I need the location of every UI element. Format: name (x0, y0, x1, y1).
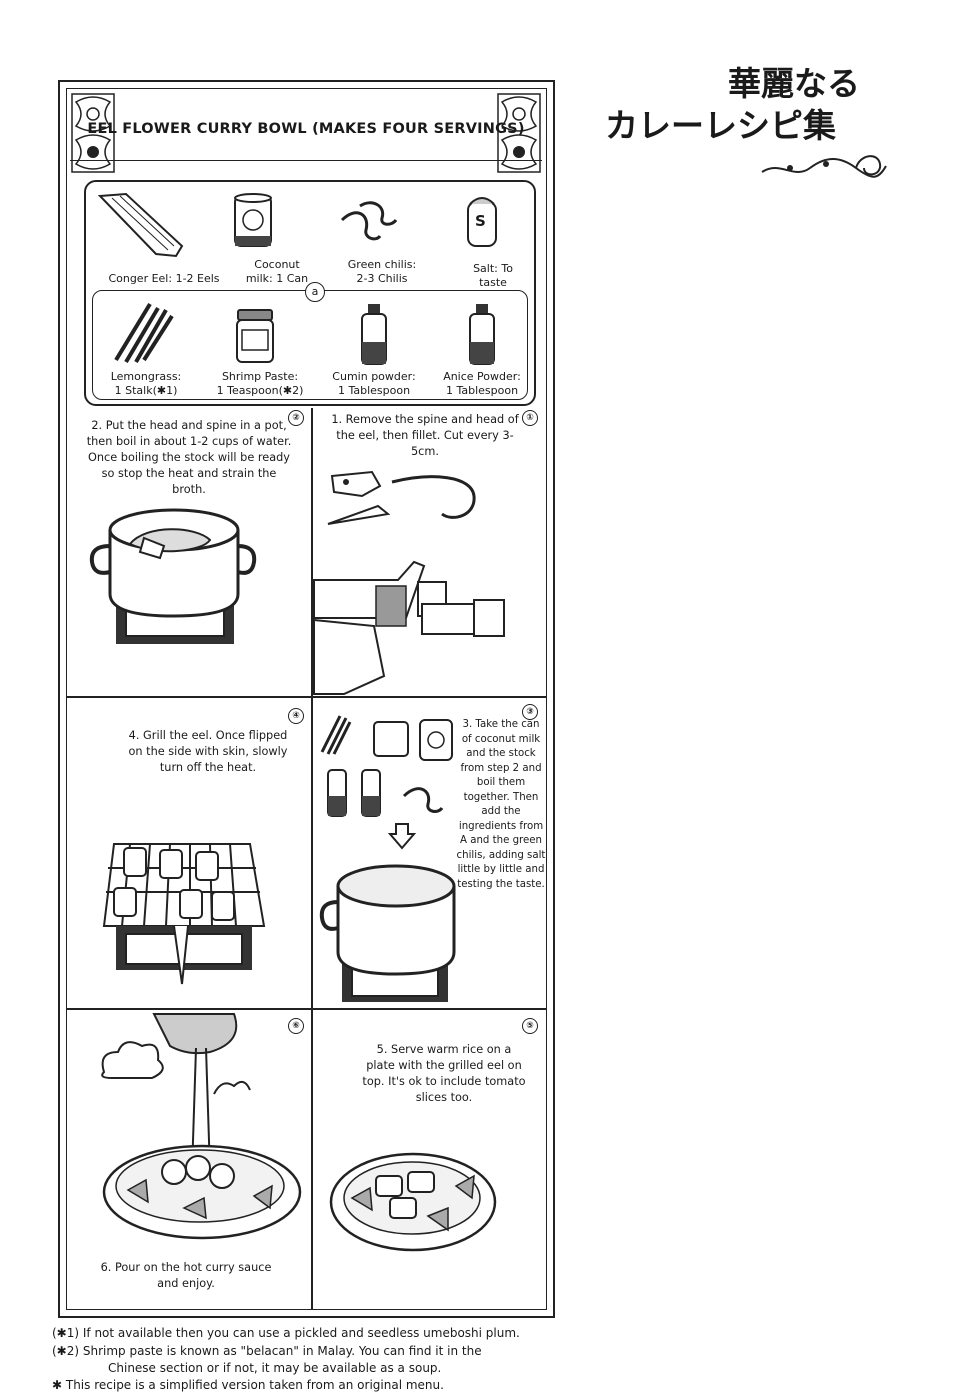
footnote-2: (✱2) Shrimp paste is known as "belacan" … (52, 1344, 482, 1358)
step-4-text: 4. Grill the eel. Once flipped on the si… (128, 729, 288, 774)
knife-cutting-illustration (313, 560, 505, 695)
lemongrass-icon (114, 302, 174, 364)
coconut-milk-can-icon (234, 193, 272, 247)
step-1-number: ① (522, 410, 538, 426)
ingredient-label: Green chilis:2-3 Chilis (347, 258, 417, 285)
step-5-number: ⑤ (522, 1018, 538, 1034)
anice-powder-bottle-icon (469, 304, 495, 365)
eel-fillet-icon (97, 192, 184, 258)
left-ornament (71, 93, 115, 173)
step-2-text: 2. Put the head and spine in a pot, then… (86, 419, 292, 496)
step-2-number: ② (288, 410, 304, 426)
steps-divider-2 (66, 1008, 547, 1010)
header-title-line1: 華麗なる (728, 64, 860, 103)
step-4-number: ④ (288, 708, 304, 724)
step-6-text: 6. Pour on the hot curry sauce and enjoy… (100, 1261, 272, 1290)
ingredients-panel (84, 180, 536, 406)
cumin-powder-bottle-icon (361, 304, 387, 365)
ingredient-label: Cumin powder:1 Tablespoon (332, 370, 416, 397)
pouring-curry-illustration (101, 1013, 302, 1240)
step-6-number: ⑥ (288, 1018, 304, 1034)
eel-filleting-illustration (327, 470, 476, 525)
footnote-2-continued: Chinese section or if not, it may be ava… (108, 1361, 442, 1375)
salt-shaker-icon (467, 197, 497, 247)
group-a-marker: a (305, 282, 325, 302)
step-5-text: 5. Serve warm rice on a plate with the g… (362, 1043, 526, 1104)
shrimp-paste-jar-icon (236, 309, 274, 363)
combined-ingredients-illustration (320, 715, 453, 817)
right-ornament (497, 93, 541, 173)
salt-shaker-label: S (475, 212, 486, 230)
step-3-text: 3. Take the can of coconut milk and the … (456, 719, 546, 890)
curry-pot-illustration (319, 864, 456, 1002)
steps-divider-vertical (311, 408, 313, 1310)
ingredient-label: Shrimp Paste:1 Teaspoon(✱2) (216, 370, 304, 397)
recipe-title: EEL FLOWER CURRY BOWL (MAKES FOUR SERVIN… (87, 121, 525, 137)
flourish-ornament (761, 155, 887, 178)
grill-illustration (102, 843, 266, 985)
recipe-title-box: EEL FLOWER CURRY BOWL (MAKES FOUR SERVIN… (87, 108, 524, 150)
steps-divider-1 (66, 696, 547, 698)
rice-plate-illustration (329, 1152, 497, 1252)
title-underline (70, 160, 542, 161)
header-title-line2: カレーレシピ集 (605, 106, 836, 145)
recipe-frame-inner (66, 88, 547, 1310)
stock-pot-illustration (89, 508, 257, 644)
recipe-frame (58, 80, 555, 1318)
green-chilis-icon (340, 201, 398, 241)
step-1-text: 1. Remove the spine and head of the eel,… (331, 413, 519, 458)
footnote-3: ✱ This recipe is a simplified version ta… (52, 1378, 444, 1392)
ingredient-label: Lemongrass:1 Stalk(✱1) (110, 370, 182, 397)
footnote-1: (✱1) If not available then you can use a… (52, 1326, 520, 1340)
step-3-number: ③ (522, 704, 538, 720)
ingredient-label: Anice Powder:1 Tablespoon (443, 370, 521, 397)
down-arrow-icon (387, 823, 417, 850)
ingredient-label: Conger Eel: 1-2 Eels (108, 272, 220, 285)
